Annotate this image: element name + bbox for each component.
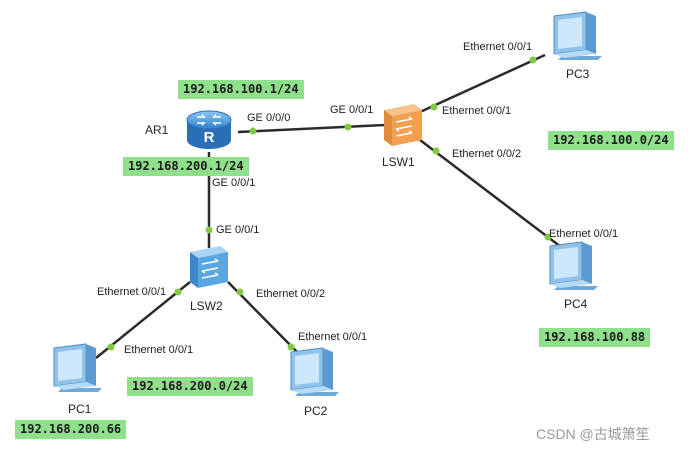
switch-lsw2[interactable]: [186, 244, 232, 290]
device-name-pc4: PC4: [564, 297, 588, 311]
port-dot: [236, 288, 244, 296]
pc-pc3[interactable]: [548, 10, 604, 64]
port-label-pc4-eth: Ethernet 0/0/1: [549, 228, 619, 240]
pc-pc4[interactable]: [544, 240, 600, 294]
ip-label-ar1-ge000: 192.168.100.1/24: [178, 80, 304, 99]
switch-icon: [384, 104, 422, 146]
port-label-lsw2-ge001: GE 0/0/1: [216, 224, 260, 236]
port-label-lsw1-eth1: Ethernet 0/0/1: [442, 105, 512, 117]
link-ar1-lsw1[interactable]: [237, 123, 386, 134]
port-dot: [432, 147, 440, 155]
port-label-pc2-eth: Ethernet 0/0/1: [298, 331, 368, 343]
port-label-pc1-eth: Ethernet 0/0/1: [124, 344, 194, 356]
port-dot: [544, 233, 552, 241]
port-dot: [529, 56, 537, 64]
ip-label-pc1: 192.168.200.66: [15, 420, 127, 439]
svg-text:R: R: [204, 129, 215, 146]
router-icon: R: [186, 110, 232, 149]
link-lsw1-pc3[interactable]: [419, 53, 546, 114]
port-dot: [205, 226, 213, 234]
pc-pc2[interactable]: [285, 346, 341, 400]
port-dot: [430, 103, 438, 111]
port-label-lsw2-eth1: Ethernet 0/0/1: [97, 286, 167, 298]
port-label-ar1-ge001: GE 0/0/1: [212, 177, 256, 189]
pc-pc1[interactable]: [48, 342, 104, 396]
device-name-pc1: PC1: [68, 402, 92, 416]
device-name-lsw2: LSW2: [190, 299, 223, 313]
watermark: CSDN @古城箫笙: [536, 426, 650, 442]
port-label-lsw1-eth2: Ethernet 0/0/2: [452, 148, 522, 160]
switch-icon: [190, 246, 228, 288]
ip-label-ar1-ge001: 192.168.200.1/24: [123, 157, 249, 176]
port-label-ar1-ge000: GE 0/0/0: [247, 112, 291, 124]
ip-label-net-100: 192.168.100.0/24: [548, 131, 674, 150]
pc-icon: [549, 241, 598, 290]
port-dot: [107, 343, 115, 351]
port-label-pc3-eth: Ethernet 0/0/1: [463, 41, 533, 53]
port-dot: [249, 127, 257, 135]
port-dot: [174, 288, 182, 296]
device-name-lsw1: LSW1: [382, 155, 415, 169]
pc-icon: [290, 347, 339, 396]
port-dot: [344, 123, 352, 131]
ip-label-pc4: 192.168.100.88: [539, 328, 651, 347]
router-ar1[interactable]: R: [184, 106, 234, 154]
port-dots: [107, 56, 552, 351]
pc-icon: [53, 343, 102, 392]
switch-lsw1[interactable]: [380, 102, 426, 148]
device-name-ar1: AR1: [145, 123, 169, 137]
pc-icon: [553, 11, 602, 60]
port-label-lsw2-eth2: Ethernet 0/0/2: [256, 288, 326, 300]
ip-label-net-200: 192.168.200.0/24: [127, 377, 253, 396]
device-name-pc2: PC2: [304, 404, 328, 418]
port-label-lsw1-ge001: GE 0/0/1: [330, 104, 374, 116]
link-lsw1-pc4[interactable]: [419, 139, 566, 251]
port-dot: [287, 343, 295, 351]
device-name-pc3: PC3: [566, 67, 590, 81]
